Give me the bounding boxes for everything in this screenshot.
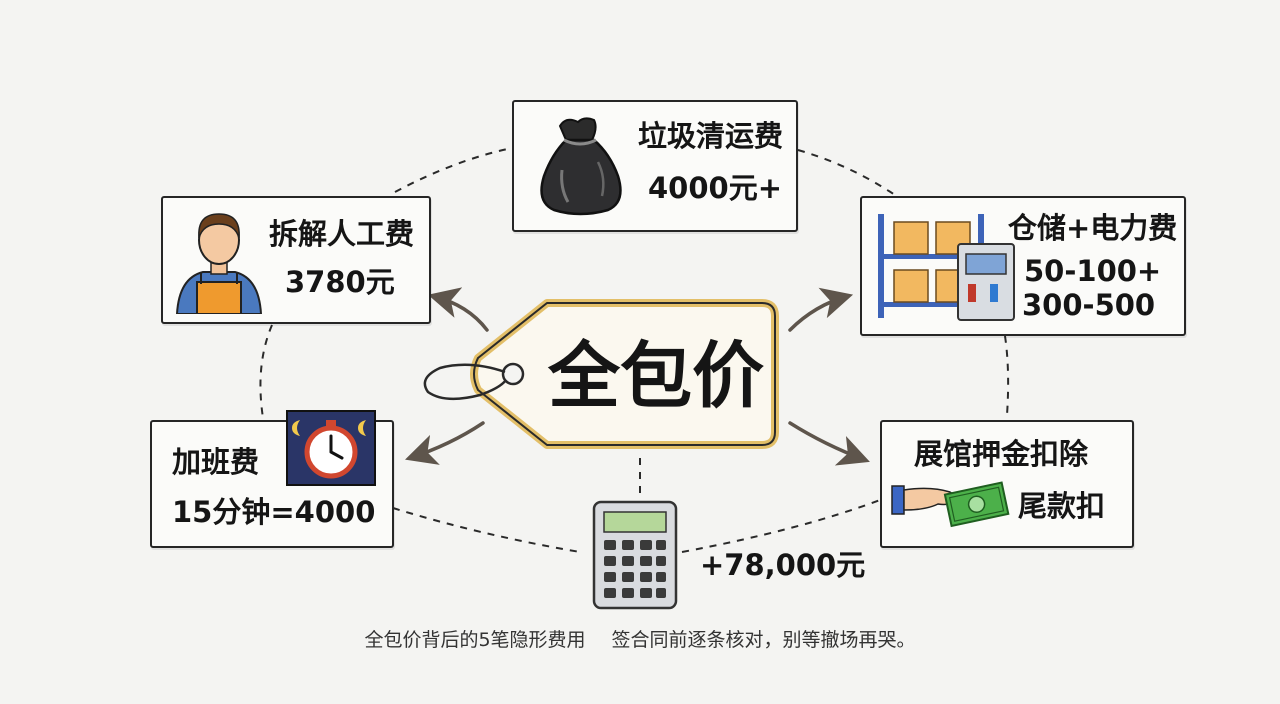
dashed-link [1004, 335, 1010, 416]
arrow-to-storage [788, 287, 854, 332]
warehouse-shelf-icon [878, 214, 1015, 321]
alarm-clock-icon [286, 410, 376, 486]
center-label: 全包价 [548, 334, 765, 418]
overtime-title: 加班费 [172, 445, 260, 479]
dashed-link [259, 324, 273, 419]
trash-value: 4000元+ [648, 171, 783, 205]
deposit-value: 尾款扣 [1018, 489, 1106, 523]
dashed-link [797, 149, 896, 196]
card-storage: 仓储+电力费 50-100+ 300-500 [860, 196, 1186, 336]
calculator-icon [592, 500, 678, 610]
storage-title: 仓储+电力费 [1008, 211, 1178, 245]
overtime-value: 15分钟=4000 [172, 495, 376, 529]
deposit-title: 展馆押金扣除 [914, 437, 1089, 471]
storage-value-1: 50-100+ [1024, 254, 1162, 288]
price-tag [423, 299, 779, 449]
labor-title: 拆解人工费 [269, 217, 415, 251]
trash-title: 垃圾清运费 [638, 119, 784, 153]
dashed-link [394, 147, 513, 193]
total-value: +78,000元 [700, 548, 866, 582]
dashed-link [681, 499, 881, 553]
arrow-to-overtime [405, 421, 485, 465]
card-deposit: 展馆押金扣除 尾款扣 [880, 420, 1134, 548]
trash-bag-icon [540, 117, 622, 216]
caption-left: 全包价背后的5笔隐形费用 [364, 629, 586, 651]
worker-icon [175, 213, 263, 314]
dashed-link [392, 507, 581, 553]
card-trash: 垃圾清运费 4000元+ [512, 100, 798, 232]
arrow-to-deposit [788, 421, 870, 466]
cash-handover-icon [891, 481, 1010, 528]
caption: 全包价背后的5笔隐形费用 签合同前逐条核对，别等撤场再哭。 [0, 625, 1280, 652]
card-labor: 拆解人工费 3780元 [161, 196, 431, 324]
caption-right: 签合同前逐条核对，别等撤场再哭。 [611, 629, 916, 651]
storage-value-2: 300-500 [1022, 288, 1156, 322]
arrow-to-labor [427, 287, 489, 332]
labor-value: 3780元 [285, 265, 395, 299]
